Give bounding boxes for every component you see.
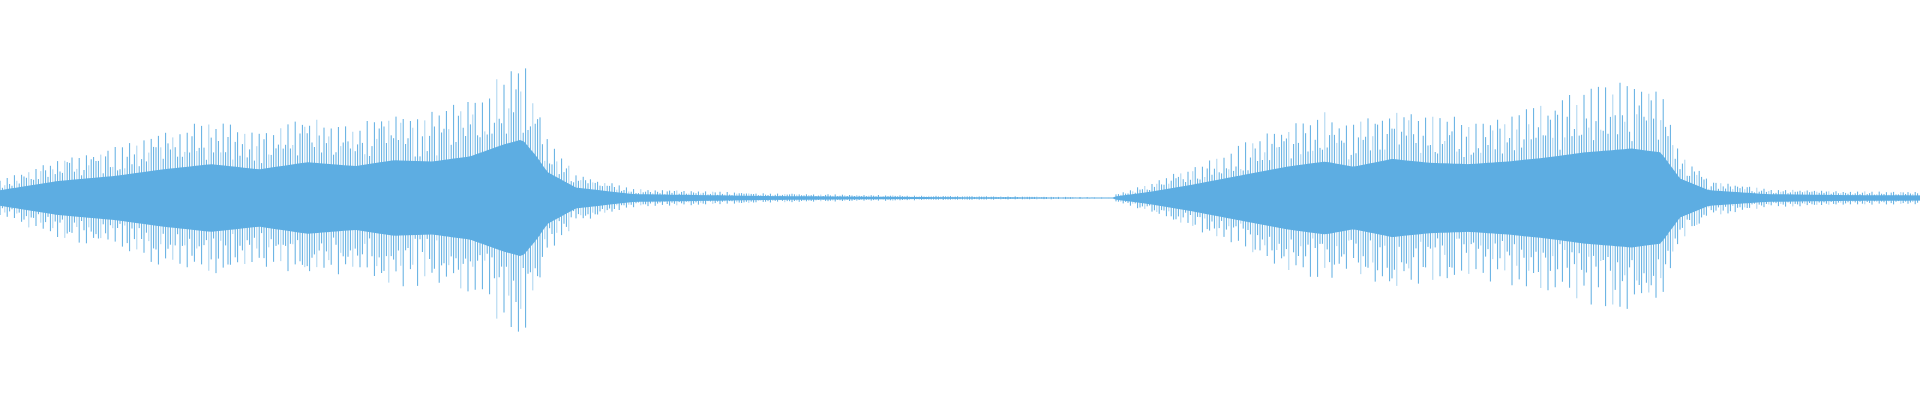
waveform-core: [0, 140, 1920, 256]
